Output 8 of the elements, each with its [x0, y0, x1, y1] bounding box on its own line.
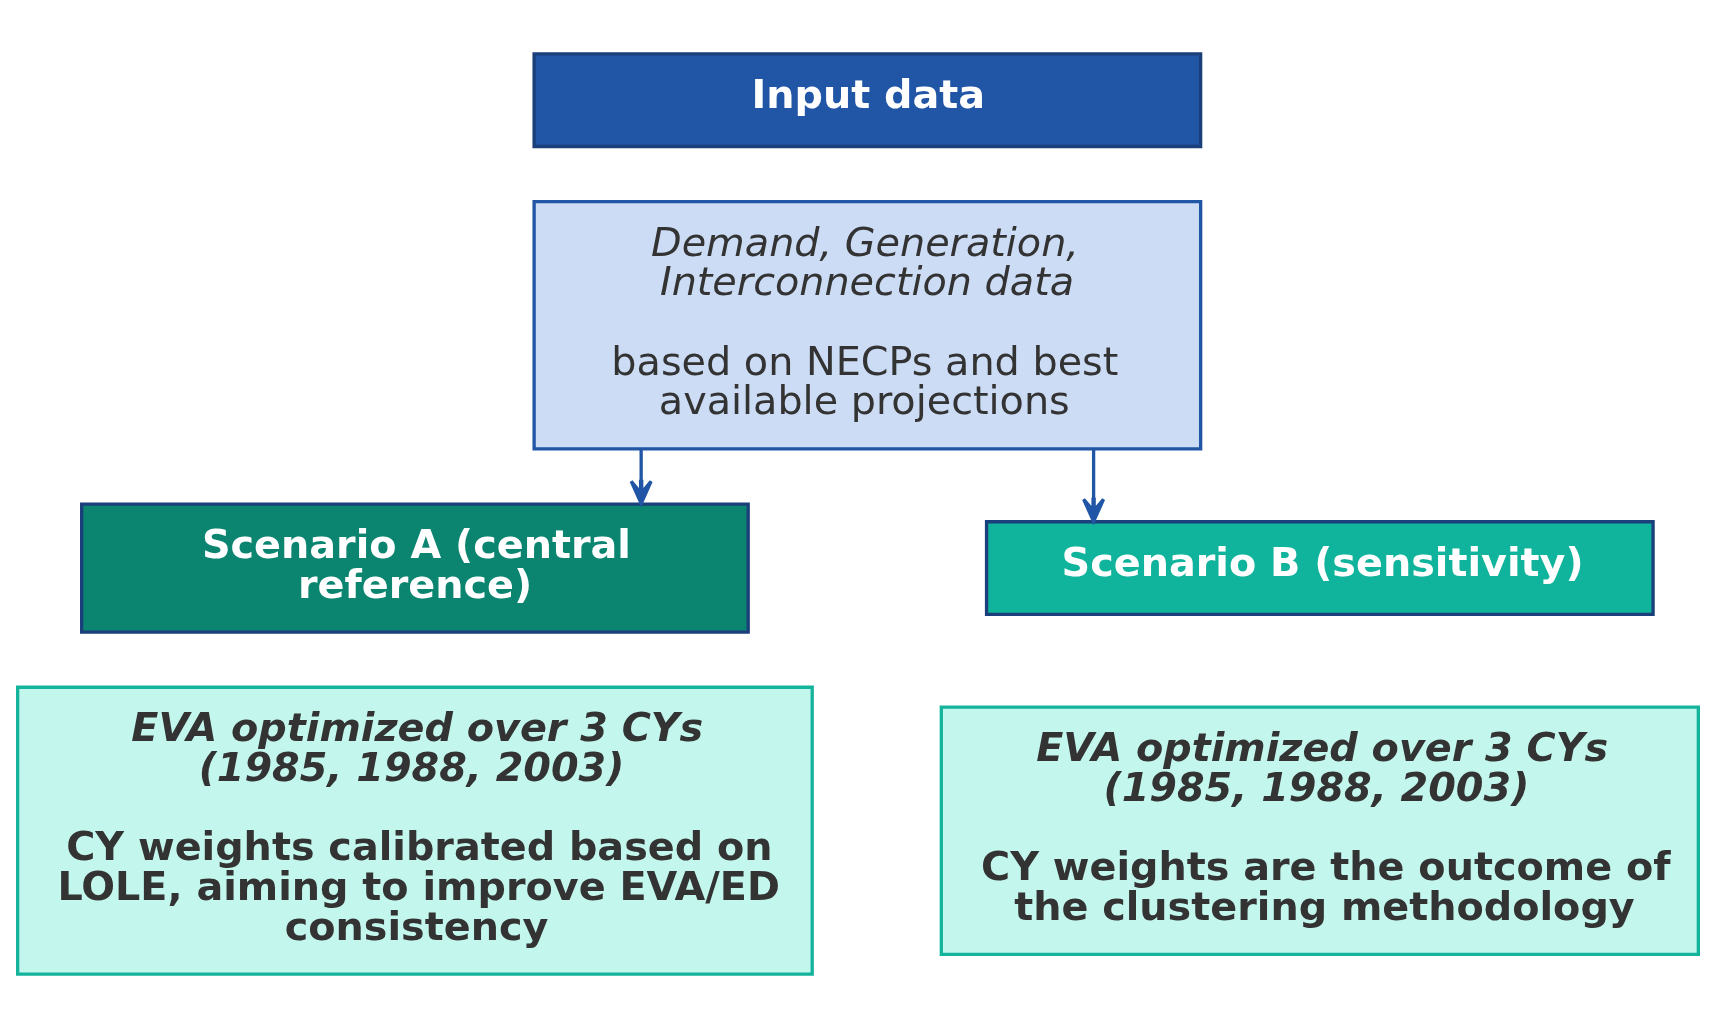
node-box: Input data [532, 52, 1203, 149]
node-box: Scenario B (sensitivity) [984, 520, 1655, 617]
node-box: EVA optimized over 3 CYs (1985, 1988, 2003) CY weights calibrated based on LOLE, aiming to improve EVA/ED consistency [16, 685, 814, 976]
node-box: Scenario A (central reference) [80, 502, 750, 634]
arrow [629, 449, 653, 506]
arrow [1082, 449, 1106, 524]
node-box: Demand, Generation, Interconnection data based on NECPs and best available projections [532, 200, 1203, 451]
node-box: EVA optimized over 3 CYs (1985, 1988, 2003) CY weights are the outcome of the clustering methodology [939, 705, 1700, 956]
